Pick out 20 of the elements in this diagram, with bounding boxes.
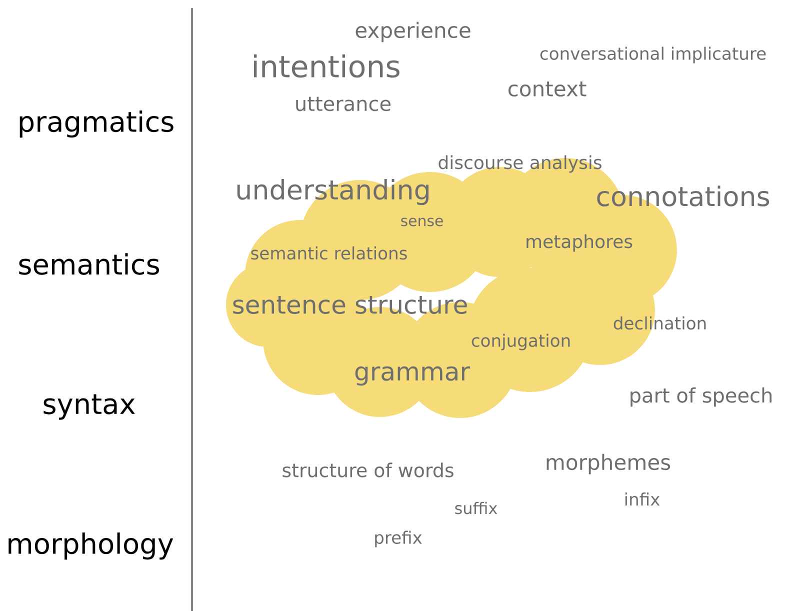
term-label: conversational implicature [540,46,766,64]
term-label: experience [356,22,470,42]
term-label: conjugation [472,334,570,350]
term-label: grammar [355,366,470,386]
level-label: morphology [8,532,174,560]
term-label: suffix [455,502,498,514]
term-label: semantic relations [251,246,407,260]
level-label: semantics [19,253,159,275]
level-label: pragmatics [20,110,174,138]
term-label: structure of words [282,462,454,478]
term-label: utterance [296,96,390,112]
term-label: morphemes [546,454,670,474]
term-label: prefix [375,530,422,548]
level-label: syntax [44,394,135,420]
term-label: sense [401,218,443,226]
term-label: intentions [254,54,400,78]
term-label: part of speech [630,387,772,407]
term-label: context [508,81,586,97]
term-label: metaphores [526,234,632,252]
term-label: infix [625,492,660,506]
